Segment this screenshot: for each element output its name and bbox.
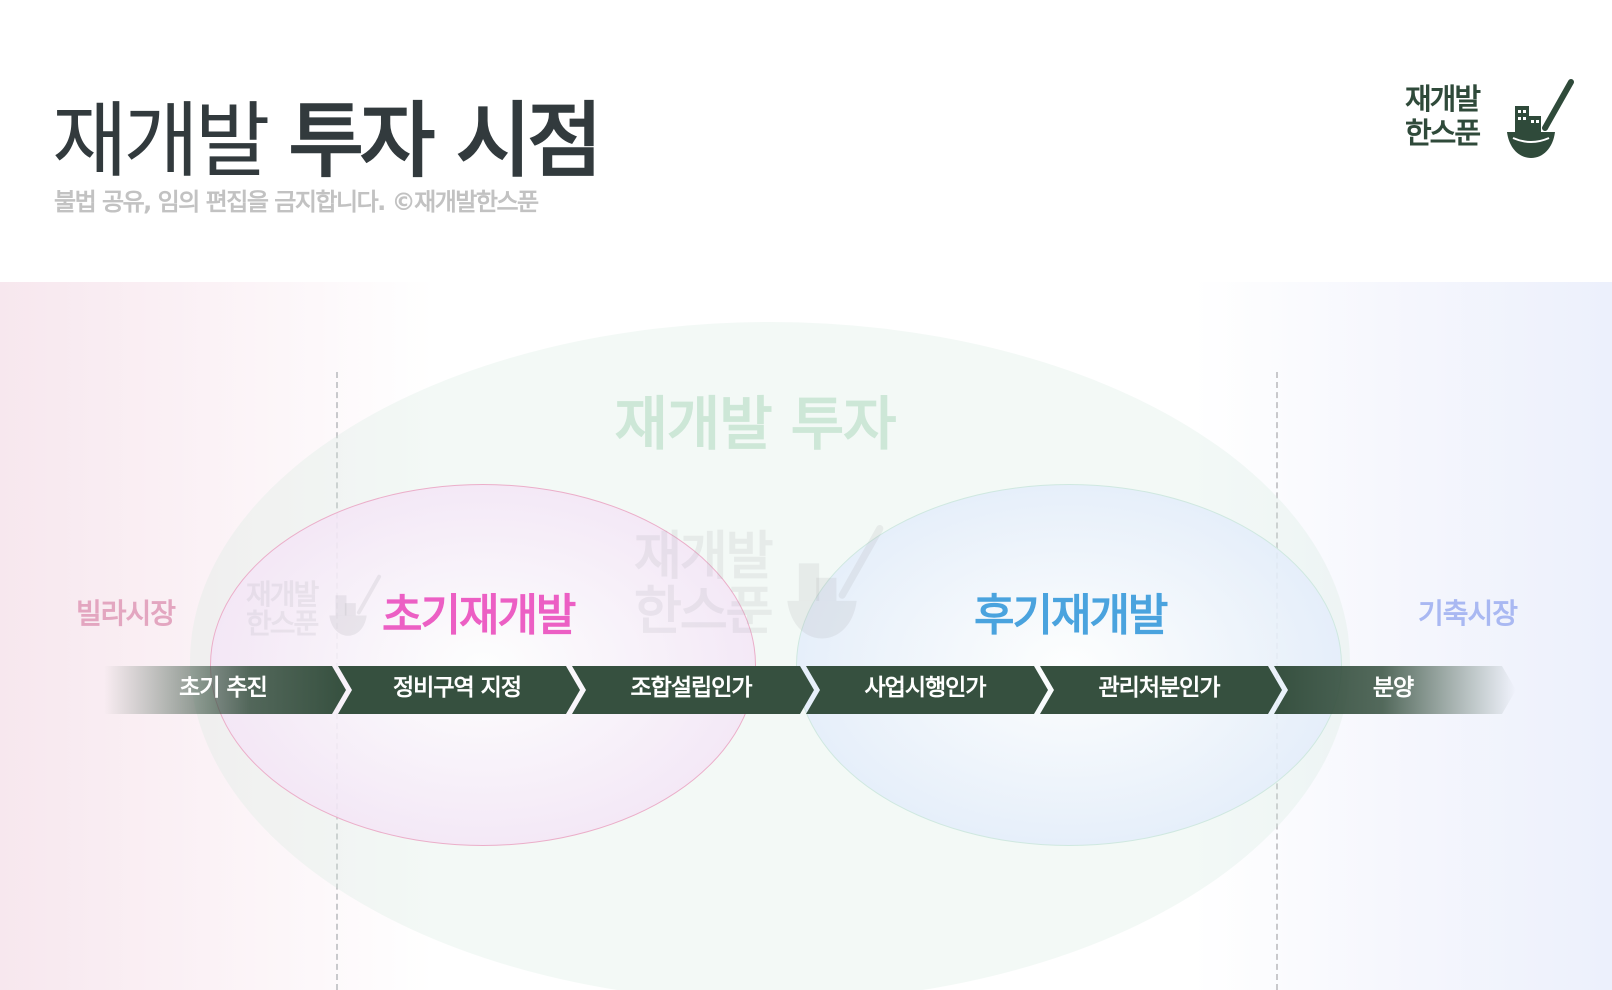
late-redevelopment-label: 후기재개발	[974, 590, 1168, 641]
watermark-small-line-1: 재개발	[246, 578, 319, 611]
watermark-left: 재개발 한스푼	[246, 578, 319, 641]
brand-logo: 재개발 한스푼	[1405, 76, 1575, 168]
process-step-label: 조합설립인가	[630, 675, 753, 701]
early-redevelopment-zone	[210, 484, 756, 846]
process-step-arrow	[1274, 666, 1516, 714]
logo-line-1: 재개발	[1405, 82, 1481, 116]
process-step-label: 사업시행인가	[864, 675, 987, 701]
logo-wordmark: 재개발 한스푼	[1405, 82, 1481, 150]
late-redevelopment-zone	[796, 484, 1342, 846]
watermark-small-bowl-icon	[329, 574, 382, 636]
redevelopment-investment-label: 재개발 투자	[614, 390, 897, 458]
early-redevelopment-label: 초기재개발	[382, 590, 576, 641]
watermark-line-2: 한스푼	[634, 581, 774, 642]
newbuild-market-label: 기축시장	[1418, 597, 1518, 630]
process-step-label: 초기 추진	[179, 675, 268, 701]
copyright-notice: 불법 공유, 임의 편집을 금지합니다. ©재개발한스푼	[54, 188, 539, 216]
process-steps-arrows	[104, 666, 1516, 714]
page-title: 재개발 투자 시점	[52, 74, 603, 193]
watermark-bowl-icon	[787, 525, 884, 639]
process-step-label: 관리처분인가	[1098, 675, 1221, 701]
watermark-line-1: 재개발	[634, 527, 774, 587]
bowl-with-spoon-and-buildings-icon	[1507, 79, 1574, 158]
title-bold: 투자 시점	[288, 94, 602, 189]
process-step-arrow	[806, 666, 1048, 714]
watermark-small-line-2: 한스푼	[246, 607, 319, 641]
process-step-arrow	[338, 666, 580, 714]
process-step-label: 정비구역 지정	[393, 675, 522, 701]
process-step-arrow	[1040, 666, 1282, 714]
process-step-arrow	[104, 666, 346, 714]
process-step-arrow	[572, 666, 814, 714]
villa-market-label: 빌라시장	[76, 597, 176, 630]
process-step-label: 분양	[1372, 675, 1414, 701]
logo-line-2: 한스푼	[1405, 116, 1481, 150]
watermark-center: 재개발 한스푼	[634, 527, 774, 642]
title-regular: 재개발	[52, 94, 270, 189]
investment-timing-diagram: 재개발 투자 재개발 한스푼 재개발 한스푼 빌라시장 기축시장 초기재개발 후…	[0, 282, 1612, 990]
